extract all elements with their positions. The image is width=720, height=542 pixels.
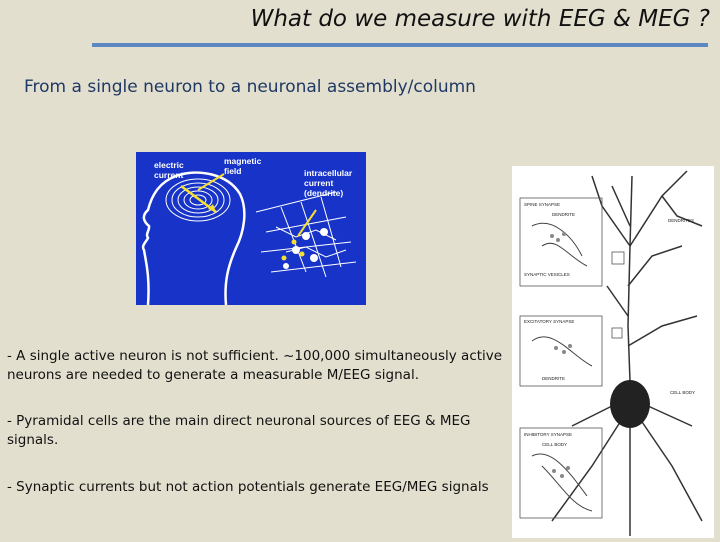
label-synaptic-vesicles: SYNAPTIC VESICLES <box>524 272 570 277</box>
label-dendrite: DENDRITE <box>552 212 575 217</box>
label-cell-body-2: CELL BODY <box>542 442 567 447</box>
label-cell-body: CELL BODY <box>670 390 695 395</box>
bullet-synaptic-currents: - Synaptic currents but not action poten… <box>7 478 507 497</box>
label-inhibitory-synapse: INHIBITORY SYNAPSE <box>524 432 572 437</box>
slide-title: What do we measure with EEG & MEG ? <box>150 6 710 32</box>
label-dendrites: DENDRITES <box>668 218 694 223</box>
label-excitatory-synapse: EXCITATORY SYNAPSE <box>524 319 574 324</box>
label-spine-synapse: SPINE SYNAPSE <box>524 202 560 207</box>
pyramidal-neuron-figure: SPINE SYNAPSE DENDRITE SYNAPTIC VESICLES… <box>512 166 714 538</box>
slide-subtitle: From a single neuron to a neuronal assem… <box>24 77 476 97</box>
label-dendrite-2: DENDRITE <box>542 376 565 381</box>
bullet-pyramidal-cells: - Pyramidal cells are the main direct ne… <box>7 412 507 450</box>
cell-body <box>610 380 650 428</box>
bullet-single-neuron: - A single active neuron is not sufficie… <box>7 347 507 385</box>
title-underline <box>92 43 708 47</box>
pyramidal-neuron-illustration: SPINE SYNAPSE DENDRITE SYNAPTIC VESICLES… <box>512 166 714 538</box>
